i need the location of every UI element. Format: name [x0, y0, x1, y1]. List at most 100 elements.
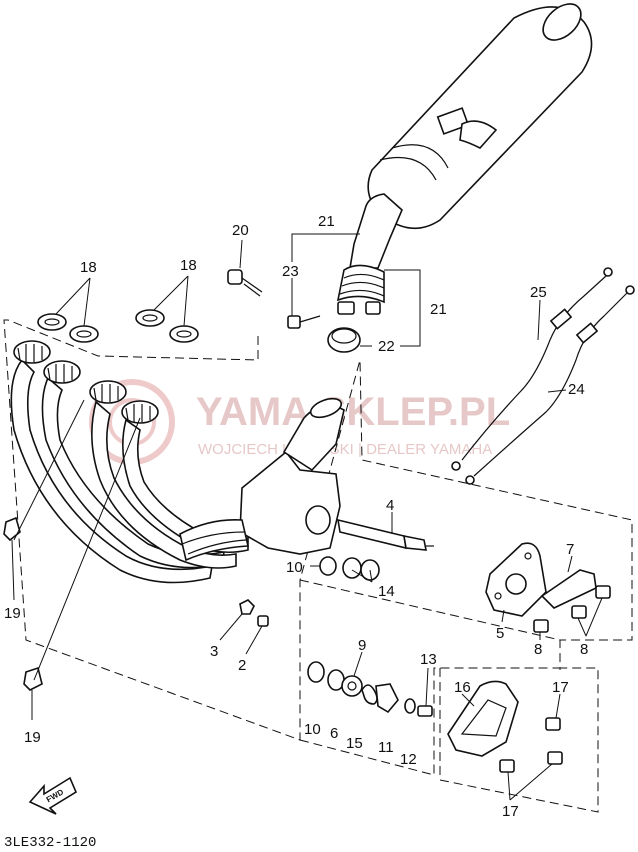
leader-21-upper	[291, 233, 360, 262]
watermark-brand: YAMA SKLEP.PL	[196, 390, 510, 434]
muffler-clamp	[336, 264, 385, 304]
callout-2: 2	[238, 657, 246, 674]
clamp-bolt-head	[337, 301, 355, 315]
housing-5-bolt-hole-2	[524, 552, 532, 560]
callout-18-right: 18	[180, 257, 197, 274]
callout-21-right: 21	[430, 301, 447, 318]
group-frames	[3, 319, 633, 813]
callout-22: 22	[378, 338, 395, 355]
screw-8-b	[571, 605, 587, 619]
bolt-2	[257, 615, 269, 627]
gasket-18-b-hole	[76, 330, 92, 338]
callout-15: 15	[346, 735, 363, 752]
housing-5-bolt-hole-1	[494, 592, 502, 600]
callout-13: 13	[420, 651, 437, 668]
header-flange-4-fins	[125, 404, 151, 422]
cable-25-adjuster	[549, 308, 573, 330]
cable-25-lower-end	[451, 461, 461, 471]
cable-24	[473, 291, 629, 477]
callout-6: 6	[330, 725, 338, 742]
washer-9-hole	[347, 681, 357, 691]
leader-14	[351, 569, 373, 583]
spring-15	[361, 684, 378, 705]
callout-19-lower: 19	[24, 729, 41, 746]
leader-7	[567, 555, 573, 573]
housing-5	[485, 542, 547, 617]
leader-18-right	[153, 275, 189, 327]
lever-7-body	[540, 569, 597, 609]
merge-pipe-lines	[181, 531, 247, 555]
clip-19-lower	[23, 666, 43, 691]
bolt-20-shank	[241, 277, 263, 297]
callout-8-right: 8	[580, 641, 588, 658]
gasket-22	[327, 327, 361, 353]
callout-21-top: 21	[318, 213, 335, 230]
header-flange-4-body	[121, 400, 159, 424]
leader-17-bottom	[507, 763, 553, 801]
clip-19-lower-body	[23, 666, 43, 691]
cover-16-body	[447, 680, 519, 757]
callout-10-lower: 10	[304, 721, 321, 738]
gasket-22-outer	[327, 327, 361, 353]
header-flange-3-body	[89, 380, 127, 404]
washer-9	[341, 675, 363, 697]
gasket-18-d	[169, 325, 199, 343]
callout-14: 14	[378, 583, 395, 600]
leader-16	[461, 693, 475, 707]
cable-25-end	[603, 267, 613, 277]
header-flange-2	[43, 360, 81, 384]
leader-3	[219, 613, 243, 641]
valve-shaft-4-end	[403, 534, 427, 551]
callout-25: 25	[530, 284, 547, 301]
cables	[451, 267, 635, 485]
leader-25	[537, 299, 541, 341]
fwd-arrow-icon: FWD	[28, 776, 78, 815]
housing-5-hub	[505, 573, 527, 595]
header-flange-3	[89, 380, 127, 404]
gasket-18-d-hole	[176, 330, 192, 338]
muffler-bracket	[436, 107, 470, 135]
header-pipe-3	[91, 400, 237, 569]
muffler-link-pipe	[349, 193, 403, 269]
bolt-20	[227, 269, 263, 297]
frame-valve-group	[299, 579, 561, 776]
header-flange-1-body	[13, 340, 51, 364]
leader-17-top	[555, 693, 561, 719]
clamp-ridges	[339, 273, 385, 297]
circlip-12	[404, 698, 416, 714]
clip-19-upper	[3, 516, 21, 542]
callout-24: 24	[568, 381, 585, 398]
watermark-tagline: WOJCIECH KAMINSKI | DEALER YAMAHA	[198, 441, 492, 458]
bolt-23-shank	[299, 315, 321, 323]
header-pipe-1	[10, 358, 213, 584]
gaskets-18	[37, 309, 199, 343]
pulley-11	[375, 683, 399, 714]
header-flange-4	[121, 400, 159, 424]
muffler	[336, 3, 593, 315]
leader-18-left	[55, 277, 91, 327]
collector-valve-port	[305, 505, 331, 535]
gasket-18-a-hole	[44, 318, 60, 326]
leader-19-upper	[11, 399, 85, 601]
collector-box	[239, 450, 341, 555]
leader-20	[239, 239, 243, 269]
callout-7: 7	[566, 541, 574, 558]
gasket-22-inner	[331, 328, 357, 344]
gasket-18-c	[135, 309, 165, 327]
screw-17-b	[547, 751, 563, 765]
header-flange-2-body	[43, 360, 81, 384]
lever-7	[540, 569, 597, 609]
exhaust-headers	[10, 340, 345, 584]
leader-2	[245, 625, 263, 655]
callout-12: 12	[400, 751, 417, 768]
bushings-10-14	[319, 556, 380, 581]
leader-9	[353, 651, 363, 677]
cover-16-detail	[460, 699, 507, 737]
clamp-nut	[365, 301, 381, 315]
muffler-end-cap	[542, 3, 582, 41]
leader-19-lower	[31, 417, 141, 720]
bushing-14a	[342, 557, 362, 579]
callout-3: 3	[210, 643, 218, 660]
muffler-band	[379, 144, 449, 181]
